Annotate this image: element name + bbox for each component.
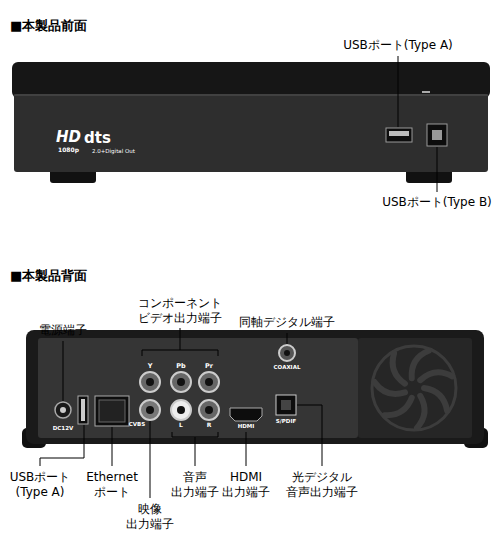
logo-text: dts [84,129,111,148]
port-marking: Pb [176,362,185,370]
logo-text: 1080p [58,146,79,154]
part-label: コンポーネント ビデオ出力端子 [138,296,222,326]
port-marking: Pr [205,362,213,370]
section-heading: ■本製品背面 [10,268,87,284]
part-label: HDMI 出力端子 [222,470,270,500]
part-label: 同軸デジタル端子 [239,315,335,330]
port-marking: Y [148,362,153,370]
part-label: 映像 出力端子 [126,502,174,532]
logo-text: 2.0+Digital Out [92,148,135,155]
part-label: USBポート (Type A) [5,470,75,500]
part-label: USBポート(Type A) [343,38,453,53]
part-label: 光デジタル 音声出力端子 [286,470,358,500]
back-view [22,330,488,448]
part-label: 電源端子 [39,323,87,338]
part-label: Ethernet ポート [86,470,138,500]
fan-vents [372,346,456,430]
section-heading: ■本製品前面 [10,18,87,34]
logo-text: HD [56,128,81,147]
port-marking: S/PDIF [276,418,296,425]
leader-lines [40,56,437,498]
part-label: USBポート(Type B) [382,195,492,210]
part-label: 音声 出力端子 [171,470,219,500]
port-marking: L [179,421,183,429]
port-marking: COAXIAL [274,364,301,371]
front-view [12,62,490,183]
port-marking: R [207,421,212,429]
port-marking: DC12V [53,425,74,432]
port-marking: HDMI [238,423,255,430]
port-marking: CVBS [129,421,145,428]
